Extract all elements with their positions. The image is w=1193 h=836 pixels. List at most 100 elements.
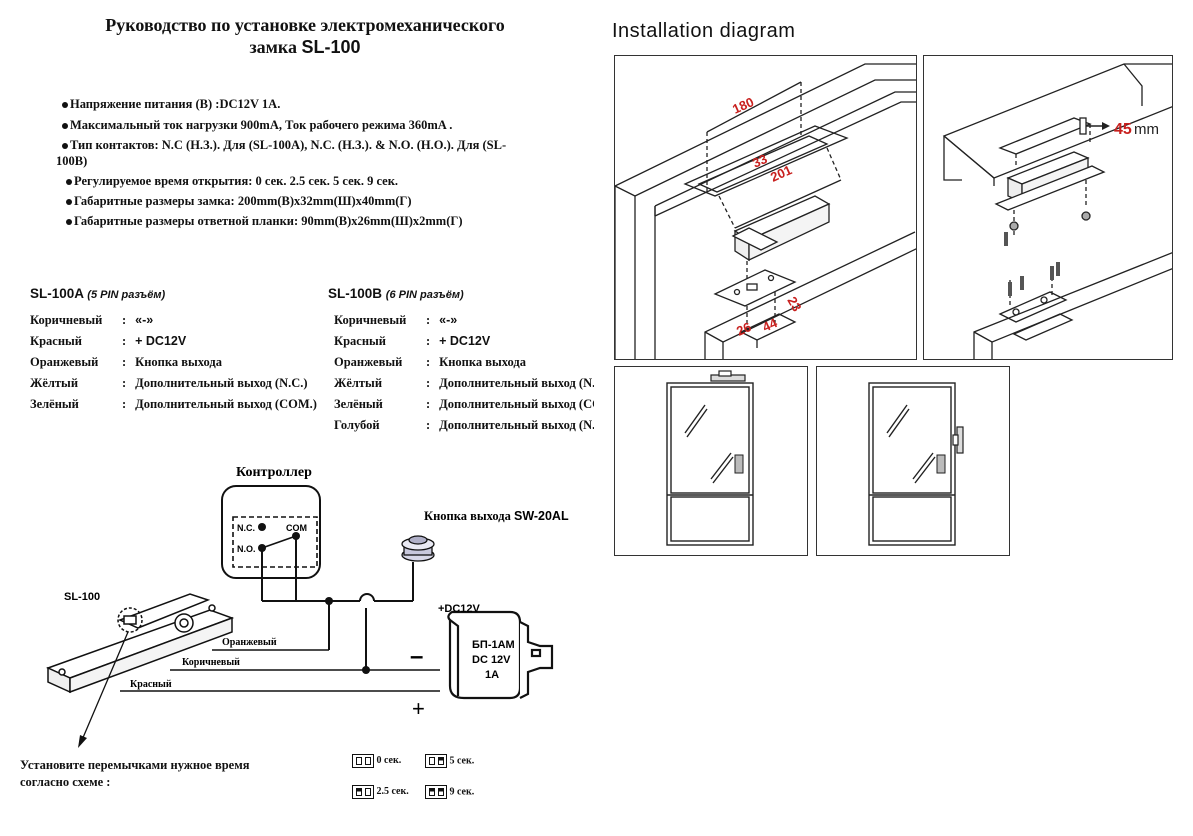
wire-sep: : bbox=[122, 355, 127, 369]
model-a-wire-table: Коричневый: «-» Красный: + DC12V Оранжев… bbox=[30, 313, 317, 418]
wire-color: Коричневый bbox=[334, 313, 407, 327]
junction-dot bbox=[362, 666, 370, 674]
wire-color: Жёлтый bbox=[30, 376, 79, 390]
wire-function: Дополнительный выход (COM.) bbox=[135, 397, 317, 411]
install-panel-header: 180 33 201 23 26 44 bbox=[614, 55, 917, 360]
spec-item: Габаритные размеры ответной планки: 90mm… bbox=[66, 213, 562, 233]
model-a-heading: SL-100A (5 PIN разъём) bbox=[30, 286, 166, 301]
side-lock-icon bbox=[952, 426, 964, 454]
wire-color: Зелёный bbox=[30, 397, 79, 411]
power-supply-icon bbox=[447, 610, 554, 700]
wire-color: Оранжевый bbox=[30, 355, 99, 369]
wire-sep: : bbox=[122, 376, 127, 390]
wire-sep: : bbox=[122, 397, 127, 411]
wire-color: Жёлтый bbox=[334, 376, 383, 390]
wire-row: Оранжевый: Кнопка выхода bbox=[334, 355, 594, 376]
terminal-com bbox=[292, 532, 300, 540]
spec-text: Регулируемое время открытия: 0 сек. 2.5 … bbox=[74, 174, 399, 188]
bullet-icon bbox=[66, 199, 72, 206]
terminal-no bbox=[258, 544, 266, 552]
wire-color: Красный bbox=[334, 334, 386, 348]
spec-item: Максимальный ток нагрузки 900mA, Ток раб… bbox=[62, 117, 562, 137]
dim-45: 45 bbox=[1114, 121, 1132, 138]
wire-row: Жёлтый: Дополнительный выход (N.C.) bbox=[334, 376, 594, 397]
exit-button-icon bbox=[401, 535, 435, 562]
wire-row: Зелёный: Дополнительный выход (COM.) bbox=[30, 397, 317, 418]
controller-terminal-box bbox=[232, 516, 318, 568]
door-panel-top-mount bbox=[614, 366, 808, 556]
wire-row: Голубой: Дополнительный выход (N.O.) bbox=[334, 418, 594, 435]
jumper-caption-line-2: согласно схеме : bbox=[20, 775, 111, 789]
model-a-pins: 5 PIN разъём bbox=[90, 289, 162, 301]
terminal-nc bbox=[258, 523, 266, 531]
wire-function: + DC12V bbox=[135, 334, 187, 348]
model-b-wire-table: Коричневый: «-» Красный: + DC12V Оранжев… bbox=[326, 305, 594, 435]
dim-44: 44 bbox=[760, 315, 780, 335]
exit-button-name: Кнопка выхода bbox=[424, 509, 512, 523]
title-model: SL-100 bbox=[301, 37, 361, 57]
wire-function: + DC12V bbox=[439, 334, 491, 348]
model-b-name: SL-100B bbox=[328, 286, 383, 301]
wire-function: «-» bbox=[135, 313, 154, 327]
wire-color: Голубой bbox=[334, 418, 380, 432]
spec-item-continued: 100B) bbox=[56, 153, 562, 173]
jumper-option: 0 сек. bbox=[376, 755, 402, 767]
wire-sep: : bbox=[426, 334, 431, 348]
wire-sep: : bbox=[426, 355, 431, 369]
title-line-1: Руководство по установке электромеханиче… bbox=[105, 15, 505, 35]
spec-list: Напряжение питания (В) :DC12V 1A. Максим… bbox=[56, 96, 562, 233]
model-a-name: SL-100A bbox=[30, 286, 84, 301]
controller-box bbox=[221, 485, 321, 579]
plus-sign: + bbox=[412, 696, 425, 721]
wire-orange-label: Оранжевый bbox=[222, 637, 277, 648]
bullet-icon bbox=[62, 143, 68, 150]
bullet-icon bbox=[66, 179, 72, 186]
title-line-2-prefix: замка bbox=[249, 37, 302, 57]
jumper-caption-line-1: Установите перемычками нужное время bbox=[20, 758, 250, 772]
jumper-options: 0 сек. 5 сек. 2.5 сек. 9 сек. bbox=[352, 754, 532, 799]
psu-voltage: DC 12V bbox=[472, 654, 511, 666]
wire-function: Дополнительный выход (N.C.) bbox=[439, 376, 594, 390]
wire-brown-label: Коричневый bbox=[182, 657, 240, 668]
dip-switch-icon bbox=[425, 785, 447, 799]
spec-item: Напряжение питания (В) :DC12V 1A. bbox=[62, 96, 562, 117]
wire-row: Зелёный: Дополнительный выход (COM.) bbox=[334, 397, 594, 418]
wire-row: Красный: + DC12V bbox=[334, 334, 594, 355]
wire-row: Оранжевый: Кнопка выхода bbox=[30, 355, 317, 376]
lock-label: SL-100 bbox=[64, 591, 100, 603]
wire-sep: : bbox=[122, 334, 127, 348]
dim-26: 26 bbox=[734, 319, 753, 339]
wire-color: Красный bbox=[30, 334, 82, 348]
terminal-nc-label: N.C. bbox=[237, 523, 255, 533]
jumper-option: 2.5 сек. bbox=[376, 786, 409, 798]
wire-function: Дополнительный выход (COM.) bbox=[439, 397, 594, 411]
wire-row: Жёлтый: Дополнительный выход (N.C.) bbox=[30, 376, 317, 397]
lock-body-icon bbox=[46, 593, 235, 694]
dim-23: 23 bbox=[784, 294, 804, 314]
door-handle bbox=[734, 454, 744, 474]
dip-switch-icon bbox=[352, 785, 374, 799]
psu-model: БП-1АМ bbox=[472, 639, 515, 651]
wire-color: Коричневый bbox=[30, 313, 103, 327]
spec-item: Тип контактов: N.C (Н.З.). Для (SL-100A)… bbox=[62, 137, 562, 153]
installation-title: Installation diagram bbox=[612, 20, 796, 42]
jumper-option: 9 сек. bbox=[449, 786, 475, 798]
wiring-diagram: Контроллер N.C. N.O. COM Кнопка выхода S… bbox=[46, 465, 569, 748]
spec-text: 100B) bbox=[56, 154, 88, 168]
dim-201: 201 bbox=[768, 162, 794, 185]
wire-function: Кнопка выхода bbox=[135, 355, 222, 369]
dip-switch-icon bbox=[425, 754, 447, 768]
bullet-icon bbox=[62, 102, 68, 109]
model-b-heading: SL-100B (6 PIN разъём) bbox=[328, 286, 464, 301]
psu-voltage-label: +DC12V bbox=[438, 603, 481, 615]
spec-text: Максимальный ток нагрузки 900mA, Ток раб… bbox=[70, 118, 453, 132]
wire-color: Оранжевый bbox=[334, 355, 403, 369]
exit-button-model: SW-20AL bbox=[514, 509, 569, 523]
top-lock-icon bbox=[710, 370, 746, 382]
spec-item: Габаритные размеры замка: 200mm(В)x32mm(… bbox=[66, 193, 562, 213]
bullet-icon bbox=[62, 123, 68, 130]
terminal-no-label: N.O. bbox=[237, 544, 256, 554]
wire-function: «-» bbox=[439, 313, 458, 327]
wire-function: Дополнительный выход (N.O.) bbox=[439, 418, 594, 432]
wire-function: Кнопка выхода bbox=[439, 355, 526, 369]
